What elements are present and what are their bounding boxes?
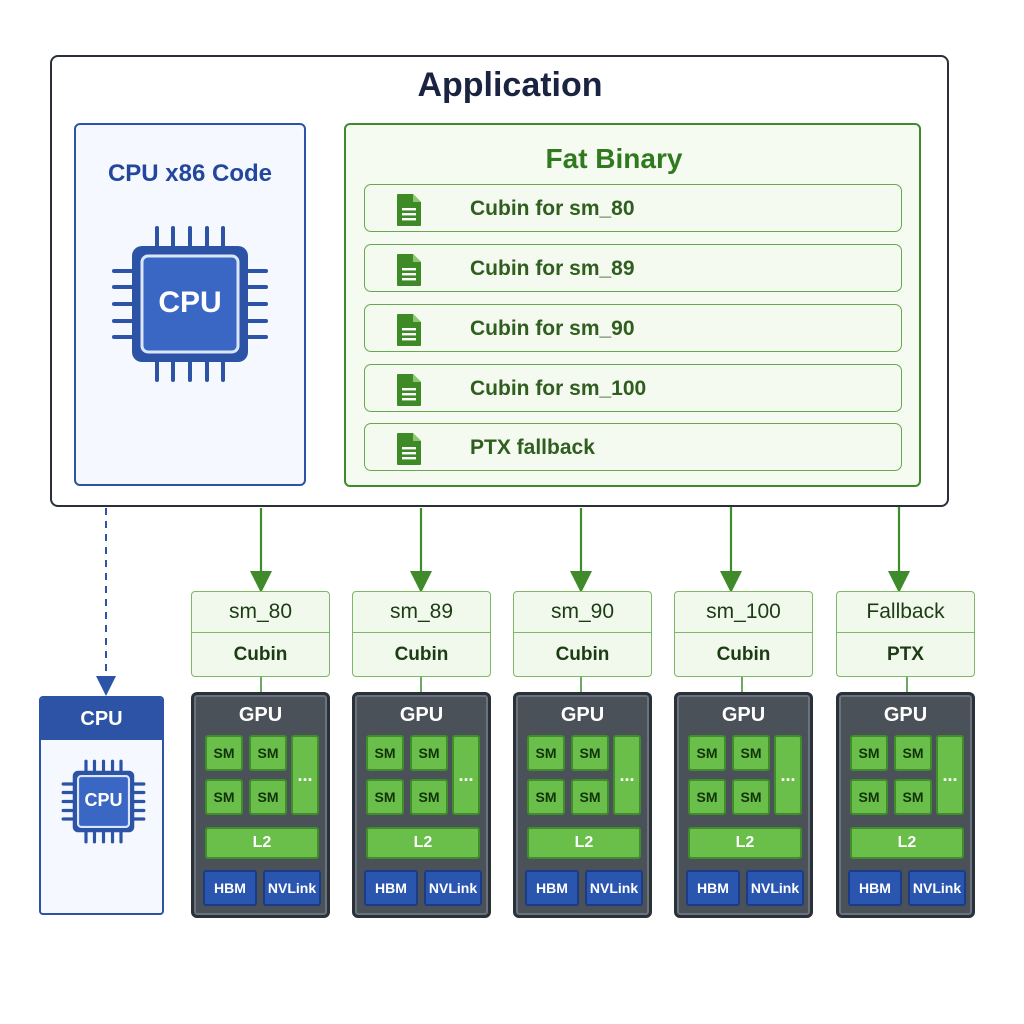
- hbm-block: HBM: [686, 870, 740, 906]
- gpu-title: GPU: [721, 704, 766, 726]
- document-icon: [395, 253, 423, 292]
- sm-block: SM: [850, 735, 888, 771]
- hbm-block: HBM: [203, 870, 257, 906]
- more-sm-block: ...: [774, 735, 802, 815]
- sm-block: SM: [205, 735, 243, 771]
- fat-binary-entry: PTX fallback: [364, 423, 902, 471]
- hbm-block: HBM: [848, 870, 902, 906]
- target-arch: Fallback: [837, 592, 974, 633]
- sm-block: SM: [410, 779, 448, 815]
- cpu-chip-label: CPU: [158, 286, 222, 319]
- target-arch: sm_80: [192, 592, 329, 633]
- document-icon: [395, 313, 423, 352]
- more-sm-block: ...: [613, 735, 641, 815]
- document-icon: [395, 373, 423, 412]
- fat-binary-entry: Cubin for sm_100: [364, 364, 902, 412]
- l2-cache: L2: [850, 827, 964, 859]
- more-sm-block: ...: [936, 735, 964, 815]
- fat-binary-entry-label: Cubin for sm_80: [470, 197, 635, 220]
- sm-block: SM: [850, 779, 888, 815]
- sm-block: SM: [366, 779, 404, 815]
- target-arch: sm_89: [353, 592, 490, 633]
- gpu-title: GPU: [560, 704, 605, 726]
- fat-binary-entry-label: Cubin for sm_89: [470, 257, 635, 280]
- sm-block: SM: [527, 779, 565, 815]
- gpu-title: GPU: [238, 704, 283, 726]
- gpu-title: GPU: [399, 704, 444, 726]
- host-cpu-chip-icon: [61, 759, 146, 844]
- sm-block: SM: [688, 735, 726, 771]
- nvlink-block: NVLink: [746, 870, 804, 906]
- fat-binary-entry: Cubin for sm_89: [364, 244, 902, 292]
- fat-binary-entry-label: PTX fallback: [470, 436, 595, 459]
- sm-block: SM: [732, 735, 770, 771]
- l2-cache: L2: [366, 827, 480, 859]
- more-sm-block: ...: [291, 735, 319, 815]
- sm-block: SM: [894, 779, 932, 815]
- nvlink-block: NVLink: [263, 870, 321, 906]
- nvlink-block: NVLink: [585, 870, 643, 906]
- fat-binary-title: Fat Binary: [545, 143, 683, 174]
- host-cpu-title: CPU: [41, 698, 162, 740]
- sm-block: SM: [894, 735, 932, 771]
- host-cpu-chip-label: CPU: [84, 790, 123, 810]
- fat-binary-entry-label: Cubin for sm_100: [470, 377, 647, 400]
- l2-cache: L2: [688, 827, 802, 859]
- sm-block: SM: [571, 735, 609, 771]
- target-kind: Cubin: [394, 644, 449, 665]
- sm-block: SM: [732, 779, 770, 815]
- target-kind: PTX: [887, 644, 924, 665]
- fat-binary-entry-label: Cubin for sm_90: [470, 317, 635, 340]
- sm-block: SM: [249, 779, 287, 815]
- cpu-code-title: CPU x86 Code: [107, 160, 273, 187]
- sm-block: SM: [527, 735, 565, 771]
- document-icon: [395, 193, 423, 232]
- sm-block: SM: [249, 735, 287, 771]
- hbm-block: HBM: [364, 870, 418, 906]
- nvlink-block: NVLink: [424, 870, 482, 906]
- gpu-title: GPU: [883, 704, 928, 726]
- host-cpu-card: CPU CPU: [39, 696, 164, 915]
- sm-block: SM: [410, 735, 448, 771]
- sm-block: SM: [366, 735, 404, 771]
- l2-cache: L2: [527, 827, 641, 859]
- cpu-chip-icon: [112, 226, 268, 382]
- sm-block: SM: [688, 779, 726, 815]
- sm-block: SM: [205, 779, 243, 815]
- target-arch: sm_90: [514, 592, 651, 633]
- fat-binary-entry: Cubin for sm_80: [364, 184, 902, 232]
- sm-block: SM: [571, 779, 609, 815]
- document-icon: [395, 432, 423, 471]
- target-kind: Cubin: [233, 644, 288, 665]
- application-title: Application: [417, 66, 603, 104]
- target-kind: Cubin: [716, 644, 771, 665]
- nvlink-block: NVLink: [908, 870, 966, 906]
- l2-cache: L2: [205, 827, 319, 859]
- target-kind: Cubin: [555, 644, 610, 665]
- fat-binary-entry: Cubin for sm_90: [364, 304, 902, 352]
- target-arch: sm_100: [675, 592, 812, 633]
- hbm-block: HBM: [525, 870, 579, 906]
- more-sm-block: ...: [452, 735, 480, 815]
